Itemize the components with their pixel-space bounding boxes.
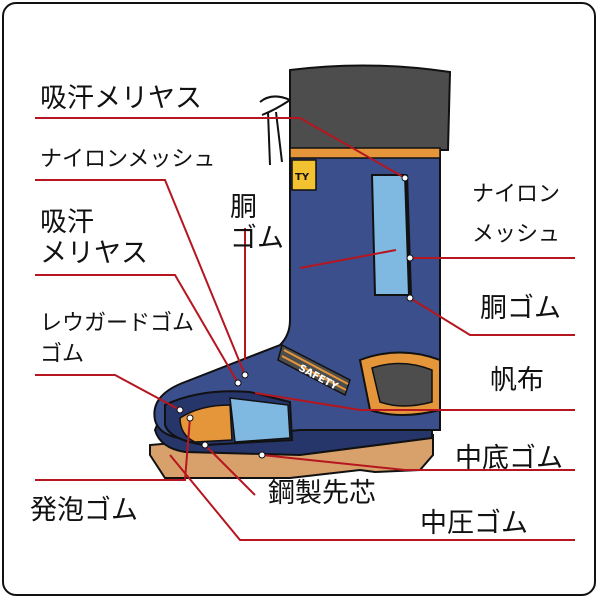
- label-foam-rubber: 発泡ゴム: [30, 495, 138, 526]
- label-midsole-rubber: 中底ゴム: [455, 443, 563, 474]
- boot-cuff: [289, 64, 452, 151]
- cutaway-canvas: [229, 397, 291, 443]
- ankle-panel-inner: [371, 362, 433, 407]
- label-canvas: 帆布: [490, 365, 544, 396]
- label-sweat-knit-top: 吸汗メリヤス: [40, 83, 202, 114]
- leader-lines: [35, 117, 575, 541]
- cutaway-steel-toe: [179, 404, 233, 443]
- label-steel-toe: 鋼製先芯: [268, 478, 376, 509]
- label-nylon-mesh-right-1: ナイロン: [472, 182, 561, 207]
- band-text: TY: [295, 172, 310, 183]
- label-nylon-mesh-right-2: メッシュ: [472, 222, 561, 247]
- top-band-logo: [291, 159, 317, 191]
- top-band: [289, 147, 441, 159]
- label-sweat-knit-mid-2: メリヤス: [40, 238, 148, 269]
- leader-dots: [176, 174, 414, 459]
- mesh-panel: [370, 174, 412, 296]
- label-shaft-rubber-top-1: 胴: [230, 192, 257, 223]
- label-sweat-knit-mid-1: 吸汗: [40, 207, 94, 238]
- label-shaft-rubber-top-2: ゴム: [230, 223, 284, 254]
- label-nylon-mesh-left: ナイロンメッシュ: [40, 147, 216, 172]
- mesh-seam: [404, 174, 412, 296]
- label-middle-pressure-rubber: 中圧ゴム: [420, 508, 528, 539]
- drawstring: [259, 95, 291, 166]
- label-shaft-rubber: 胴ゴム: [480, 293, 561, 324]
- label-rewguard-rubber-1: レウガードゴム: [40, 311, 195, 336]
- label-rewguard-rubber-2: ゴム: [40, 342, 85, 367]
